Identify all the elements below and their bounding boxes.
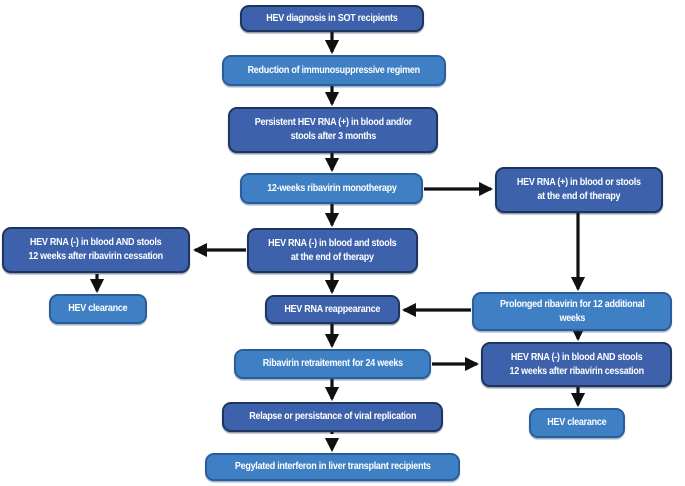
node-relapse-persistence: Relapse or persistance of viral replicat… [222, 402, 443, 432]
node-immunosuppression-reduction: Reduction of immunosuppressive regimen [222, 55, 446, 86]
node-hev-diagnosis-label: HEV diagnosis in SOT recipients [266, 12, 398, 24]
node-hev-diagnosis: HEV diagnosis in SOT recipients [240, 5, 424, 32]
node-hev-clearance-right-label: HEV clearance [547, 417, 607, 428]
node-pegylated-interferon-label: Pegylated interferon in liver transplant… [234, 461, 431, 472]
node-rna-negative-end-of-therapy: HEV RNA (-) in blood and stools at the e… [247, 228, 418, 273]
node-rna-negative-12w-right: HEV RNA (-) in blood AND stools 12 weeks… [481, 342, 672, 387]
node-rna-positive-end-of-therapy: HEV RNA (+) in blood or stools at the en… [495, 167, 663, 213]
node-persistent-hev-rna-label: Persistent HEV RNA (+) in blood and/or s… [254, 117, 412, 142]
node-rna-positive-end-of-therapy-label: HEV RNA (+) in blood or stools at the en… [517, 177, 641, 202]
node-ribavirin-monotherapy: 12-weeks ribavirin monotherapy [240, 173, 423, 204]
node-rna-reappearance-label: HEV RNA reappearance [284, 303, 381, 315]
node-rna-negative-12w-left-label: HEV RNA (-) in blood AND stools 12 weeks… [28, 237, 164, 262]
node-relapse-persistence-label: Relapse or persistance of viral replicat… [249, 411, 416, 422]
node-prolonged-ribavirin-label: Prolonged ribavirin for 12 additional we… [499, 298, 645, 324]
node-hev-clearance-left: HEV clearance [49, 294, 147, 324]
node-pegylated-interferon: Pegylated interferon in liver transplant… [205, 453, 460, 481]
node-persistent-hev-rna: Persistent HEV RNA (+) in blood and/or s… [228, 107, 438, 153]
node-hev-clearance-left-label: HEV clearance [68, 303, 128, 314]
node-rna-negative-12w-right-label: HEV RNA (-) in blood AND stools 12 weeks… [509, 351, 644, 377]
node-ribavirin-monotherapy-label: 12-weeks ribavirin monotherapy [266, 182, 397, 194]
node-prolonged-ribavirin: Prolonged ribavirin for 12 additional we… [472, 292, 672, 331]
node-hev-clearance-right: HEV clearance [529, 408, 625, 438]
node-ribavirin-retreatment-label: Ribavirin retraitement for 24 weeks [262, 358, 403, 369]
node-rna-negative-end-of-therapy-label: HEV RNA (-) in blood and stools at the e… [268, 237, 397, 263]
node-ribavirin-retreatment: Ribavirin retraitement for 24 weeks [234, 349, 431, 379]
node-rna-negative-12w-left: HEV RNA (-) in blood AND stools 12 weeks… [2, 227, 190, 273]
node-rna-reappearance: HEV RNA reappearance [265, 295, 400, 324]
node-immunosuppression-reduction-label: Reduction of immunosuppressive regimen [247, 64, 421, 76]
